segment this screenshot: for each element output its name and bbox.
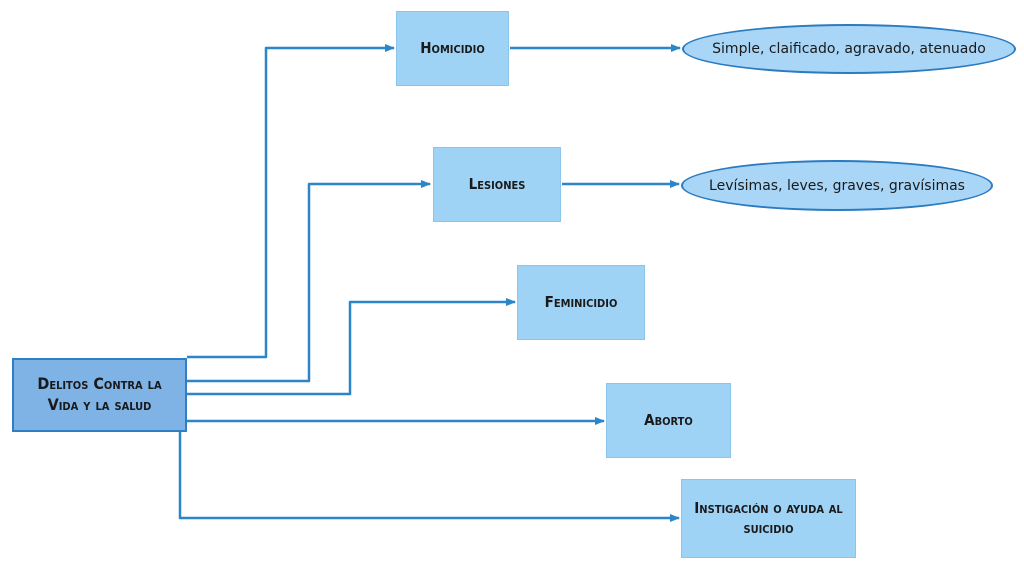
detail-homicidio-types-label: Simple, claificado, agravado, atenuado — [712, 41, 986, 57]
node-feminicidio: Feminicidio — [517, 265, 645, 340]
root-node-label: Delitos Contra la Vida y la salud — [37, 374, 162, 414]
node-instigacion-label: Instigación o ayuda al suicidio — [694, 499, 843, 537]
node-instigacion: Instigación o ayuda al suicidio — [681, 479, 856, 558]
node-aborto: Aborto — [606, 383, 731, 458]
detail-lesiones-types: Levísimas, leves, graves, gravísimas — [681, 160, 993, 211]
detail-lesiones-types-label: Levísimas, leves, graves, gravísimas — [709, 177, 965, 194]
detail-homicidio-types: Simple, claificado, agravado, atenuado — [682, 24, 1016, 74]
arrow-root-to-lesiones — [187, 180, 431, 383]
node-lesiones-label: Lesiones — [468, 174, 526, 193]
node-homicidio-label: Homicidio — [420, 38, 485, 57]
node-aborto-label: Aborto — [644, 410, 693, 429]
node-homicidio: Homicidio — [396, 11, 509, 86]
arrow-root-to-instigacion — [178, 432, 680, 522]
arrow-root-to-homicidio — [187, 44, 395, 359]
node-lesiones: Lesiones — [433, 147, 561, 222]
root-node: Delitos Contra la Vida y la salud — [12, 358, 187, 432]
arrow-root-to-feminicidio — [187, 298, 516, 396]
node-feminicidio-label: Feminicidio — [544, 292, 618, 311]
